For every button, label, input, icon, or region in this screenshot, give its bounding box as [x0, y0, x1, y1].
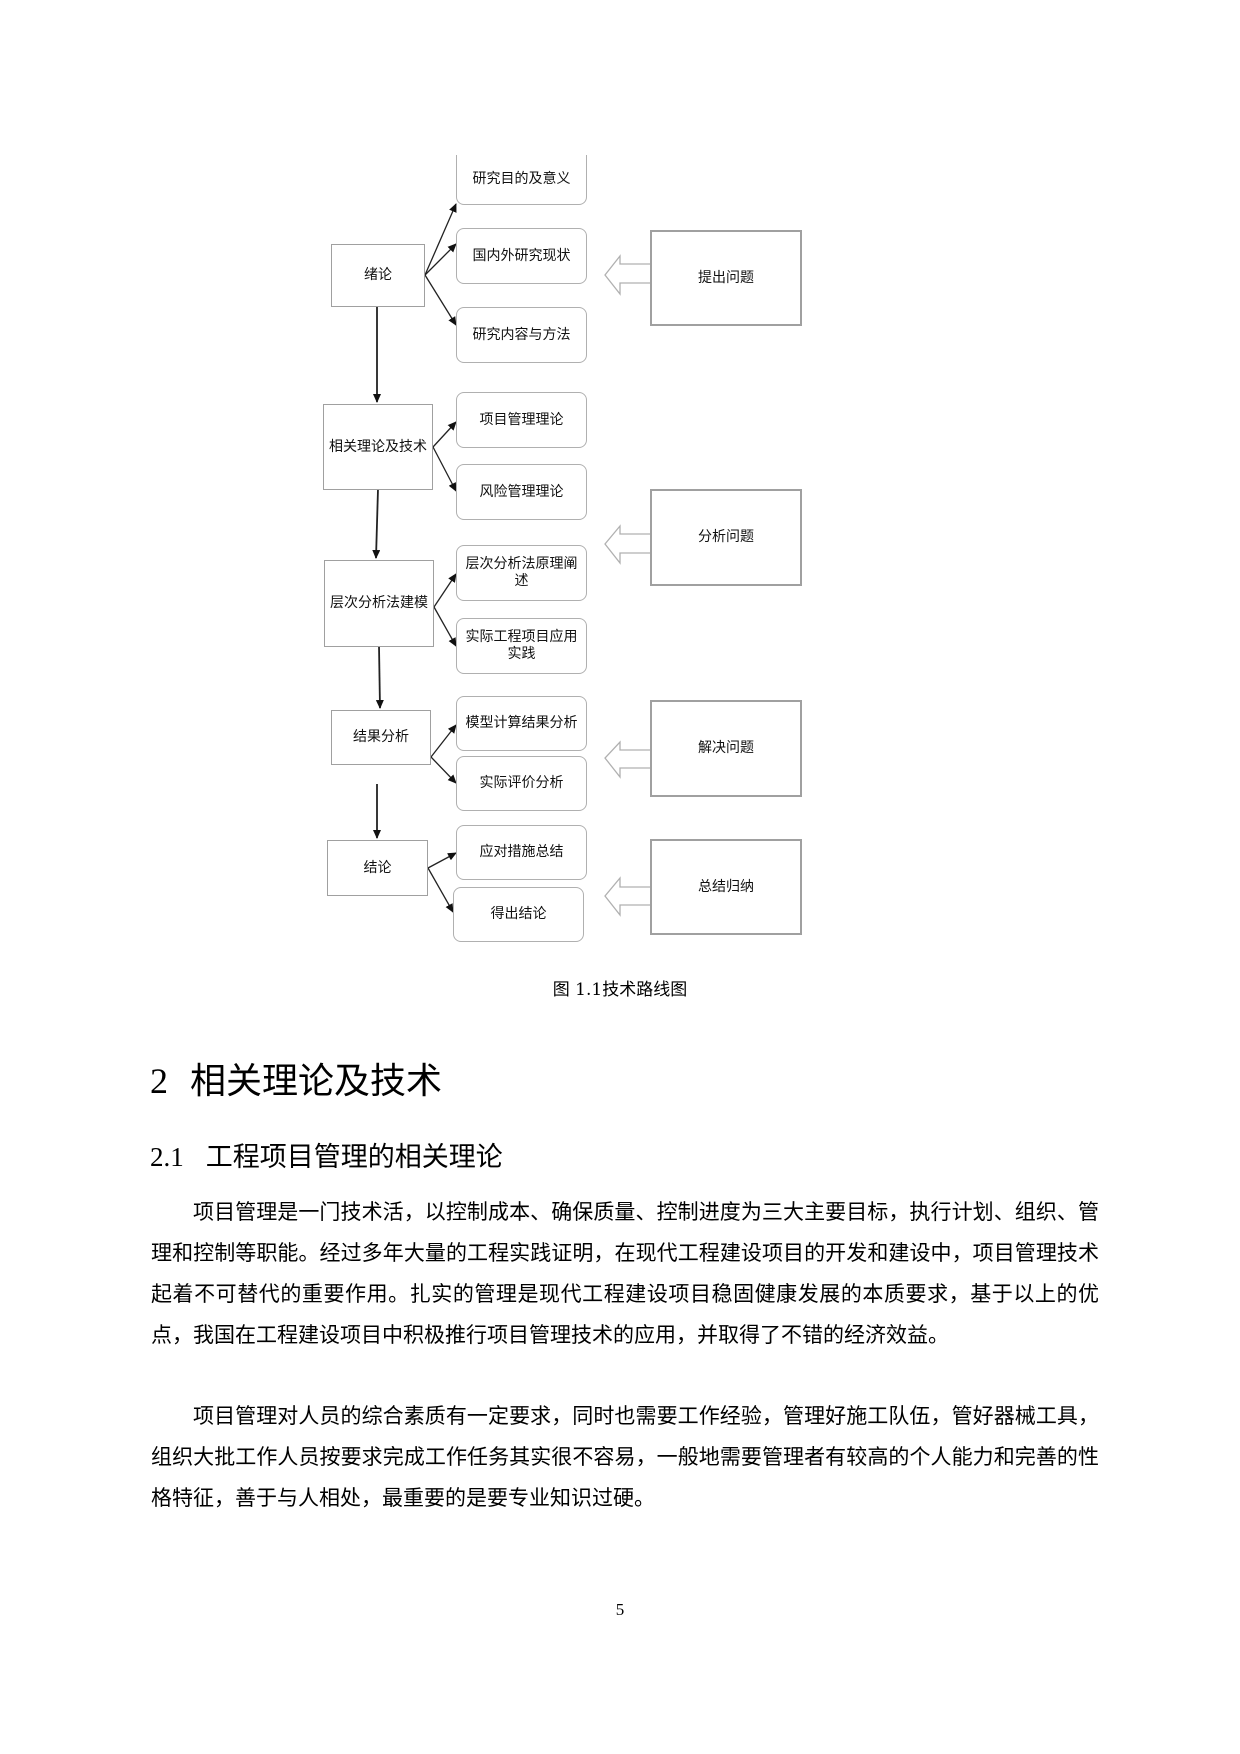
figure-caption: 图 1.1技术路线图 — [552, 980, 688, 1000]
phase-label: 提出问题 — [698, 269, 754, 286]
detail-label: 研究目的及意义 — [472, 171, 571, 187]
section-heading: 2.1 工程项目管理的相关理论 — [150, 1135, 503, 1174]
detail-box: 国内外研究现状 — [456, 228, 587, 284]
hollow-arrow-1 — [604, 254, 650, 296]
phase-label: 总结归纳 — [698, 878, 754, 895]
stage-label: 结论 — [363, 859, 392, 876]
detail-box: 实际评价分析 — [456, 756, 587, 811]
detail-box: 得出结论 — [453, 887, 584, 942]
detail-label: 层次分析法原理阐述 — [465, 556, 578, 589]
detail-label: 应对措施总结 — [479, 844, 564, 860]
body-paragraph: 项目管理对人员的综合素质有一定要求，同时也需要工作经验，管理好施工队伍，管好器械… — [151, 1404, 1099, 1510]
chapter-number: 2 — [150, 1061, 168, 1101]
detail-box: 研究内容与方法 — [456, 307, 587, 363]
chapter-title: 相关理论及技术 — [190, 1061, 443, 1102]
stage-label: 结果分析 — [353, 729, 409, 745]
detail-box: 研究目的及意义 — [456, 155, 587, 205]
detail-label: 模型计算结果分析 — [465, 715, 578, 731]
stage-box-theory: 相关理论及技术 — [323, 404, 433, 490]
detail-label: 国内外研究现状 — [472, 247, 571, 264]
stage-box-result-analysis: 结果分析 — [331, 710, 431, 765]
chapter-heading: 2 相关理论及技术 — [150, 1052, 442, 1104]
detail-label: 得出结论 — [490, 906, 547, 922]
detail-label: 项目管理理论 — [479, 411, 564, 428]
detail-box: 层次分析法原理阐述 — [456, 545, 587, 601]
flowchart-connectors — [372, 203, 650, 917]
stage-box-conclusion: 结论 — [327, 840, 428, 896]
detail-box: 应对措施总结 — [456, 825, 587, 880]
detail-label: 实际评价分析 — [479, 775, 564, 791]
body-paragraph: 项目管理是一门技术活，以控制成本、确保质量、控制进度为三大主要目标，执行计划、组… — [151, 1200, 1099, 1347]
phase-box-raise-problem: 提出问题 — [650, 230, 802, 326]
section-number: 2.1 — [150, 1142, 184, 1172]
stage-box-introduction: 绪论 — [331, 244, 425, 307]
detail-label: 研究内容与方法 — [472, 326, 571, 343]
phase-box-summarize: 总结归纳 — [650, 839, 802, 935]
page-number: 5 — [615, 1600, 625, 1619]
phase-box-analyze-problem: 分析问题 — [650, 489, 802, 586]
detail-label: 风险管理理论 — [479, 483, 564, 500]
detail-box: 风险管理理论 — [456, 464, 587, 520]
detail-box: 项目管理理论 — [456, 392, 587, 448]
stage-label: 绪论 — [364, 267, 392, 283]
section-title: 工程项目管理的相关理论 — [205, 1142, 503, 1173]
detail-label: 实际工程项目应用实践 — [465, 629, 578, 662]
stage-label: 层次分析法建模 — [330, 595, 428, 611]
phase-box-solve-problem: 解决问题 — [650, 700, 802, 797]
detail-box: 实际工程项目应用实践 — [456, 618, 587, 674]
stage-label: 相关理论及技术 — [329, 438, 427, 455]
phase-label: 解决问题 — [698, 740, 754, 756]
phase-label: 分析问题 — [698, 529, 754, 545]
stage-box-ahp-modeling: 层次分析法建模 — [324, 560, 434, 647]
detail-box: 模型计算结果分析 — [456, 696, 587, 751]
